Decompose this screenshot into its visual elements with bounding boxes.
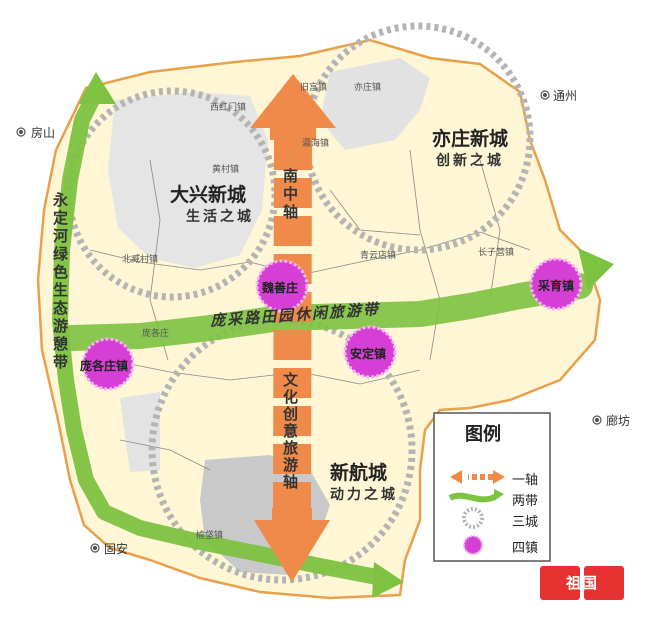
legend bbox=[433, 412, 551, 562]
town-marker-anding bbox=[343, 325, 397, 379]
axis-arrow-south bbox=[254, 508, 330, 582]
urban-area-yizhuang bbox=[320, 58, 430, 150]
place-dots bbox=[16, 90, 602, 553]
legend-belt-arrow bbox=[494, 489, 504, 501]
city-ring-yizhuang bbox=[302, 22, 534, 254]
legend-city-symbol bbox=[462, 507, 484, 529]
belt-vertical-arrow-east bbox=[372, 562, 404, 598]
axis-arrow-north bbox=[250, 74, 336, 140]
legend-box bbox=[433, 412, 551, 562]
belts bbox=[52, 72, 614, 598]
axis bbox=[250, 74, 336, 582]
legend-belt-symbol bbox=[448, 492, 498, 503]
watermark-logo bbox=[540, 566, 624, 600]
town-marker-panggezhuang bbox=[81, 337, 135, 391]
towns bbox=[81, 257, 583, 391]
belt-vertical-arrow-north bbox=[78, 72, 116, 104]
urban-area-daxing bbox=[108, 92, 268, 268]
internal-boundaries bbox=[89, 149, 531, 471]
urban-area-west bbox=[120, 392, 160, 472]
axis-line bbox=[273, 139, 312, 511]
legend-axis-arrow-right bbox=[493, 470, 505, 484]
belt-horizontal bbox=[59, 273, 593, 351]
city-ring-xinhang bbox=[148, 316, 416, 584]
legend-town-symbol bbox=[463, 535, 483, 555]
town-marker-caiyu bbox=[529, 257, 583, 311]
legend-axis-arrow-left bbox=[450, 470, 462, 484]
town-marker-weishanzhuang bbox=[255, 259, 309, 313]
belt-vertical bbox=[52, 84, 390, 586]
belt-horizontal-arrow-east bbox=[578, 248, 614, 290]
